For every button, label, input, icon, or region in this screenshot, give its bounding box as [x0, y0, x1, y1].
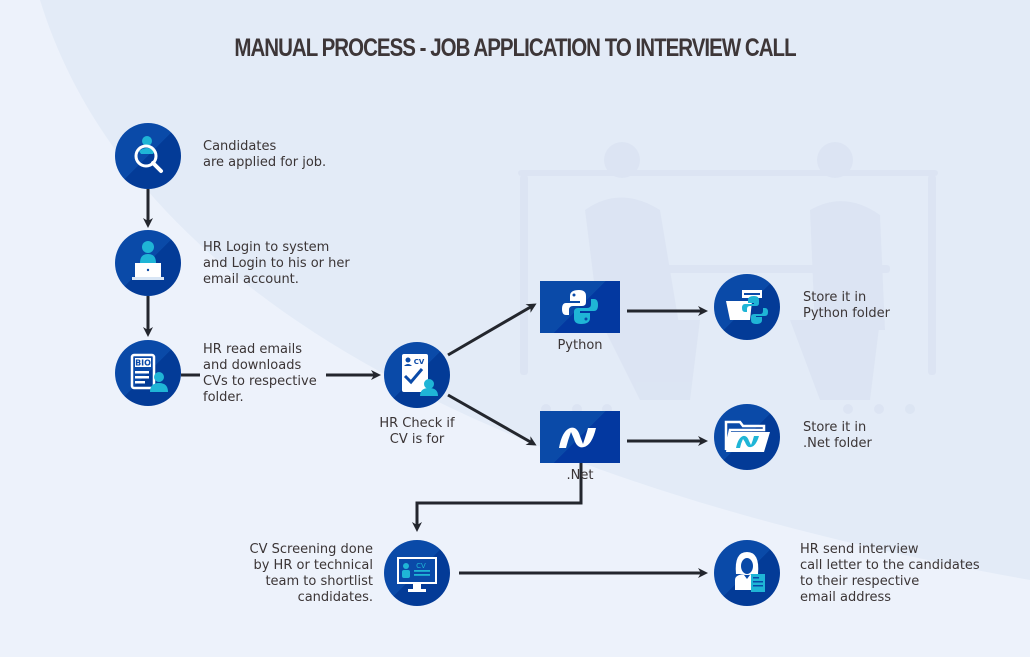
step-hr-check-cv-label: HR Check if CV is for — [379, 416, 455, 447]
monitor-cv-icon: CV — [397, 557, 437, 592]
step-cv-screening-node: CV — [384, 540, 450, 606]
step-store-python-node — [714, 274, 780, 340]
step-interview-call-node — [714, 540, 780, 606]
python-folder-icon — [726, 290, 768, 324]
step-hr-login-label: HR Login to system and Login to his or h… — [203, 240, 350, 287]
cv-check-icon: CV — [402, 354, 438, 396]
step-candidates-applied-label: Candidates are applied for job. — [203, 139, 327, 170]
step-store-dotnet-node — [714, 404, 780, 470]
step-dotnet-label: .Net — [566, 468, 594, 483]
step-interview-call-label: HR send interview call letter to the can… — [800, 542, 980, 605]
step-store-dotnet-label: Store it in .Net folder — [803, 420, 872, 451]
dotnet-folder-icon — [724, 420, 770, 452]
page-title: MANUAL PROCESS - JOB APPLICATION TO INTE… — [234, 34, 796, 62]
step-hr-login-node — [115, 230, 181, 296]
svg-text:BIO: BIO — [135, 359, 151, 368]
step-python-label: Python — [557, 338, 603, 353]
step-store-python-label: Store it in Python folder — [803, 290, 890, 321]
svg-text:CV: CV — [414, 358, 425, 366]
step-hr-check-cv-node: CV — [384, 342, 450, 408]
step-candidates-applied-node — [115, 123, 181, 189]
step-cv-screening-label: CV Screening done by HR or technical tea… — [249, 542, 373, 605]
svg-text:CV: CV — [416, 562, 426, 570]
search-candidate-icon — [134, 136, 163, 173]
hr-letter-icon — [735, 552, 765, 592]
step-hr-download-cvs-node: BIO — [115, 340, 181, 406]
step-python-tile — [540, 281, 620, 333]
python-logo-icon — [562, 290, 598, 324]
hr-laptop-icon — [132, 241, 164, 280]
dotnet-logo-icon — [559, 427, 596, 448]
step-dotnet-tile — [540, 411, 620, 463]
step-hr-download-cvs-label: HR read emails and downloads CVs to resp… — [203, 342, 317, 405]
bio-document-icon: BIO — [130, 353, 168, 392]
